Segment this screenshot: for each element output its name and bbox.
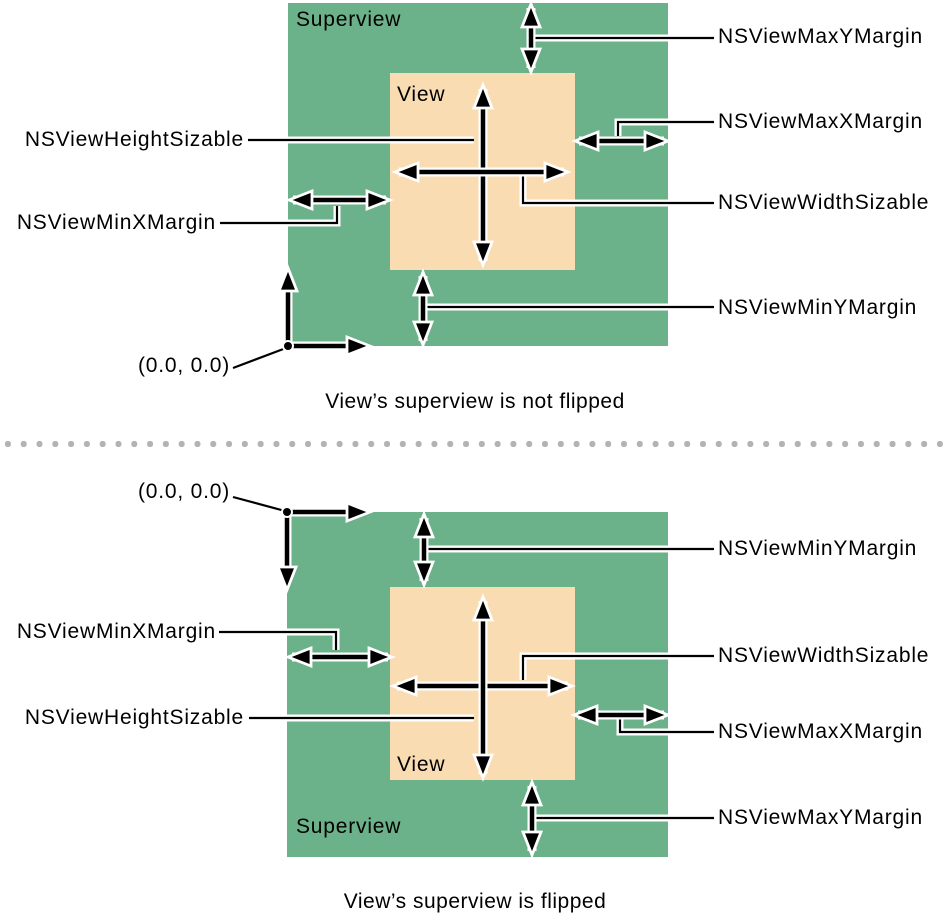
height-sizable-label-bottom: NSViewHeightSizable xyxy=(24,706,244,729)
maxy-margin-label-top: NSViewMaxYMargin xyxy=(718,25,923,48)
origin-label-top: (0.0, 0.0) xyxy=(137,354,230,377)
view-rect-bottom xyxy=(390,587,575,780)
miny-margin-label-top: NSViewMinYMargin xyxy=(718,296,918,319)
origin-label-bottom: (0.0, 0.0) xyxy=(137,480,230,503)
dotted-divider xyxy=(0,438,950,450)
origin-leader-bottom xyxy=(232,495,286,513)
origin-leader-top xyxy=(232,346,287,370)
caption-flipped: View’s superview is flipped xyxy=(343,890,607,913)
height-sizable-label-top: NSViewHeightSizable xyxy=(24,128,244,151)
minx-margin-label-bottom: NSViewMinXMargin xyxy=(16,620,216,643)
width-sizable-label-bottom: NSViewWidthSizable xyxy=(718,644,930,667)
width-sizable-label-top: NSViewWidthSizable xyxy=(718,191,930,214)
superview-label-bottom: Superview xyxy=(296,815,402,838)
caption-not-flipped: View’s superview is not flipped xyxy=(325,390,625,413)
maxy-margin-label-bottom: NSViewMaxYMargin xyxy=(718,806,923,829)
minx-margin-label-top: NSViewMinXMargin xyxy=(16,211,216,234)
miny-margin-label-bottom: NSViewMinYMargin xyxy=(718,537,918,560)
maxx-margin-label-top: NSViewMaxXMargin xyxy=(718,110,923,133)
maxx-margin-label-bottom: NSViewMaxXMargin xyxy=(718,720,923,743)
superview-label-top: Superview xyxy=(296,8,402,31)
view-label-top: View xyxy=(397,83,446,106)
view-label-bottom: View xyxy=(397,753,446,776)
